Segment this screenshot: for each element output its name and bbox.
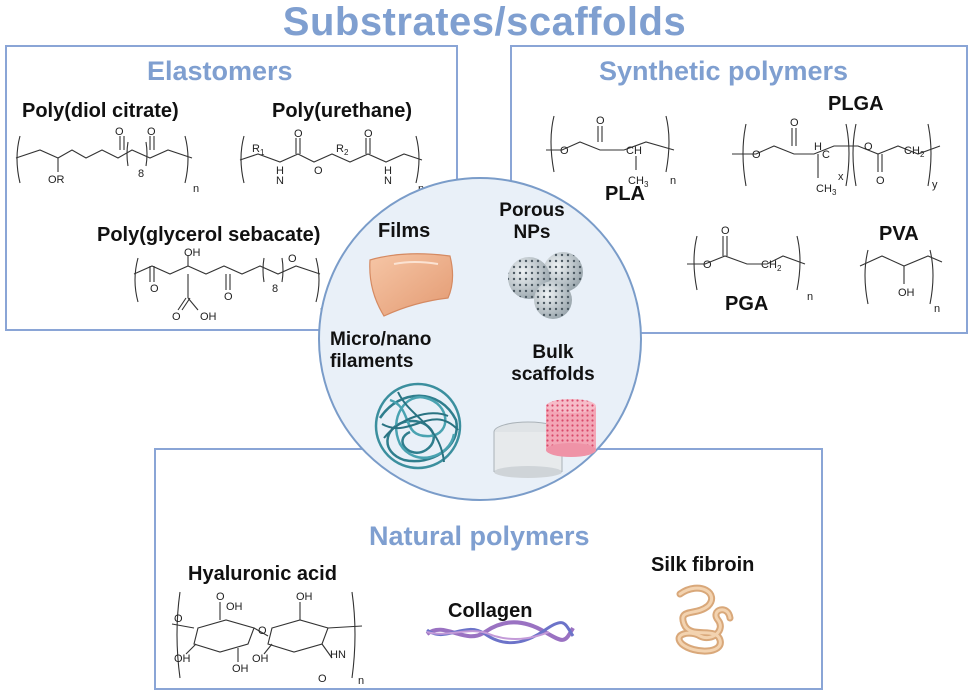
svg-text:OH: OH bbox=[232, 663, 249, 675]
poly-diol-citrate-label: Poly(diol citrate) bbox=[22, 100, 179, 122]
svg-text:CH: CH bbox=[626, 145, 642, 157]
poly-glycerol-sebacate-structure: O OH O OH O O 8 n bbox=[133, 247, 326, 323]
micro-nano-line: Micro/nano bbox=[330, 329, 432, 350]
hyaluronic-acid-label: Hyaluronic acid bbox=[188, 563, 337, 585]
svg-text:2: 2 bbox=[920, 150, 925, 159]
svg-text:O: O bbox=[721, 225, 730, 237]
svg-text:H: H bbox=[330, 649, 338, 661]
bulk-line: Bulk bbox=[532, 342, 574, 363]
poly-diol-citrate-structure: OR O O 8 n bbox=[15, 126, 199, 195]
plga-label: PLGA bbox=[828, 93, 884, 115]
svg-text:O: O bbox=[172, 311, 181, 323]
pva-label: PVA bbox=[879, 223, 919, 245]
svg-text:N: N bbox=[384, 175, 392, 187]
svg-text:O: O bbox=[150, 283, 159, 295]
natural-polymers-title: Natural polymers bbox=[369, 521, 590, 551]
svg-text:n: n bbox=[807, 291, 813, 303]
svg-text:y: y bbox=[932, 179, 938, 191]
collagen-label: Collagen bbox=[448, 600, 533, 622]
svg-text:O: O bbox=[216, 591, 225, 603]
film-icon bbox=[369, 253, 454, 317]
svg-text:CH: CH bbox=[628, 175, 644, 187]
collagen-helix-icon bbox=[425, 620, 575, 645]
porous-nps-label: Porous NPs bbox=[482, 200, 582, 244]
svg-text:O: O bbox=[790, 117, 799, 129]
svg-text:R: R bbox=[252, 143, 260, 155]
svg-text:n: n bbox=[193, 183, 199, 195]
pla-label: PLA bbox=[605, 183, 645, 205]
svg-text:O: O bbox=[318, 673, 327, 685]
svg-text:OR: OR bbox=[48, 174, 65, 186]
svg-text:O: O bbox=[258, 625, 267, 637]
svg-text:n: n bbox=[358, 675, 364, 687]
scaffolds-line: scaffolds bbox=[511, 364, 595, 385]
svg-text:H: H bbox=[384, 165, 392, 177]
svg-text:CH: CH bbox=[761, 259, 777, 271]
svg-text:O: O bbox=[560, 145, 569, 157]
svg-text:3: 3 bbox=[644, 180, 649, 189]
svg-text:C: C bbox=[822, 149, 830, 161]
svg-text:O: O bbox=[876, 175, 885, 187]
svg-text:R: R bbox=[336, 143, 344, 155]
films-label: Films bbox=[378, 220, 431, 242]
svg-text:8: 8 bbox=[272, 283, 278, 295]
svg-text:O: O bbox=[115, 126, 124, 138]
svg-text:OH: OH bbox=[296, 591, 313, 603]
svg-text:N: N bbox=[276, 175, 284, 187]
svg-text:OH: OH bbox=[184, 247, 201, 259]
svg-text:OH: OH bbox=[174, 653, 191, 665]
svg-text:CH: CH bbox=[816, 183, 832, 195]
svg-text:x: x bbox=[838, 171, 844, 183]
svg-text:O: O bbox=[224, 291, 233, 303]
poly-glycerol-sebacate-label: Poly(glycerol sebacate) bbox=[97, 224, 321, 246]
svg-text:O: O bbox=[174, 613, 183, 625]
svg-text:2: 2 bbox=[344, 148, 349, 157]
nps-line: NPs bbox=[513, 222, 551, 243]
bulk-scaffolds-label: Bulk scaffolds bbox=[488, 342, 618, 386]
pga-label: PGA bbox=[725, 293, 769, 315]
svg-text:O: O bbox=[752, 149, 761, 161]
filaments-label: Micro/nano filaments bbox=[330, 329, 470, 373]
bulk-scaffold-icon bbox=[493, 399, 596, 478]
svg-text:1: 1 bbox=[260, 148, 265, 157]
svg-text:O: O bbox=[864, 141, 873, 153]
svg-text:3: 3 bbox=[832, 188, 837, 197]
silk-fibroin-icon bbox=[675, 584, 734, 655]
svg-text:n: n bbox=[934, 303, 940, 315]
svg-text:OH: OH bbox=[252, 653, 269, 665]
pva-structure: OH n bbox=[859, 249, 943, 315]
svg-text:O: O bbox=[314, 165, 323, 177]
svg-text:O: O bbox=[703, 259, 712, 271]
svg-text:N: N bbox=[338, 649, 346, 661]
svg-text:CH: CH bbox=[904, 145, 920, 157]
page-title: Substrates/scaffolds bbox=[282, 0, 687, 44]
synthetic-polymers-title: Synthetic polymers bbox=[599, 56, 849, 86]
porous-line: Porous bbox=[499, 200, 565, 221]
svg-text:H: H bbox=[814, 141, 822, 153]
svg-text:O: O bbox=[294, 128, 303, 140]
svg-text:OH: OH bbox=[226, 601, 243, 613]
svg-text:O: O bbox=[147, 126, 156, 138]
poly-urethane-label: Poly(urethane) bbox=[272, 100, 413, 122]
filaments-line: filaments bbox=[330, 351, 414, 372]
svg-text:O: O bbox=[596, 115, 605, 127]
svg-text:OH: OH bbox=[200, 311, 217, 323]
svg-text:H: H bbox=[276, 165, 284, 177]
svg-text:O: O bbox=[288, 253, 297, 265]
hyaluronic-acid-structure: O O OH OH OH O OH OH H N O n bbox=[171, 591, 364, 687]
porous-nanoparticles-icon bbox=[508, 252, 583, 319]
silk-fibroin-label: Silk fibroin bbox=[651, 554, 755, 576]
svg-text:n: n bbox=[670, 175, 676, 187]
svg-text:2: 2 bbox=[777, 264, 782, 273]
svg-text:OH: OH bbox=[898, 287, 915, 299]
svg-text:O: O bbox=[364, 128, 373, 140]
filament-ball-icon bbox=[374, 382, 462, 470]
svg-text:8: 8 bbox=[138, 168, 144, 180]
poly-urethane-structure: R1 R2 HN O O O HN n bbox=[239, 128, 424, 195]
elastomers-title: Elastomers bbox=[147, 56, 293, 86]
